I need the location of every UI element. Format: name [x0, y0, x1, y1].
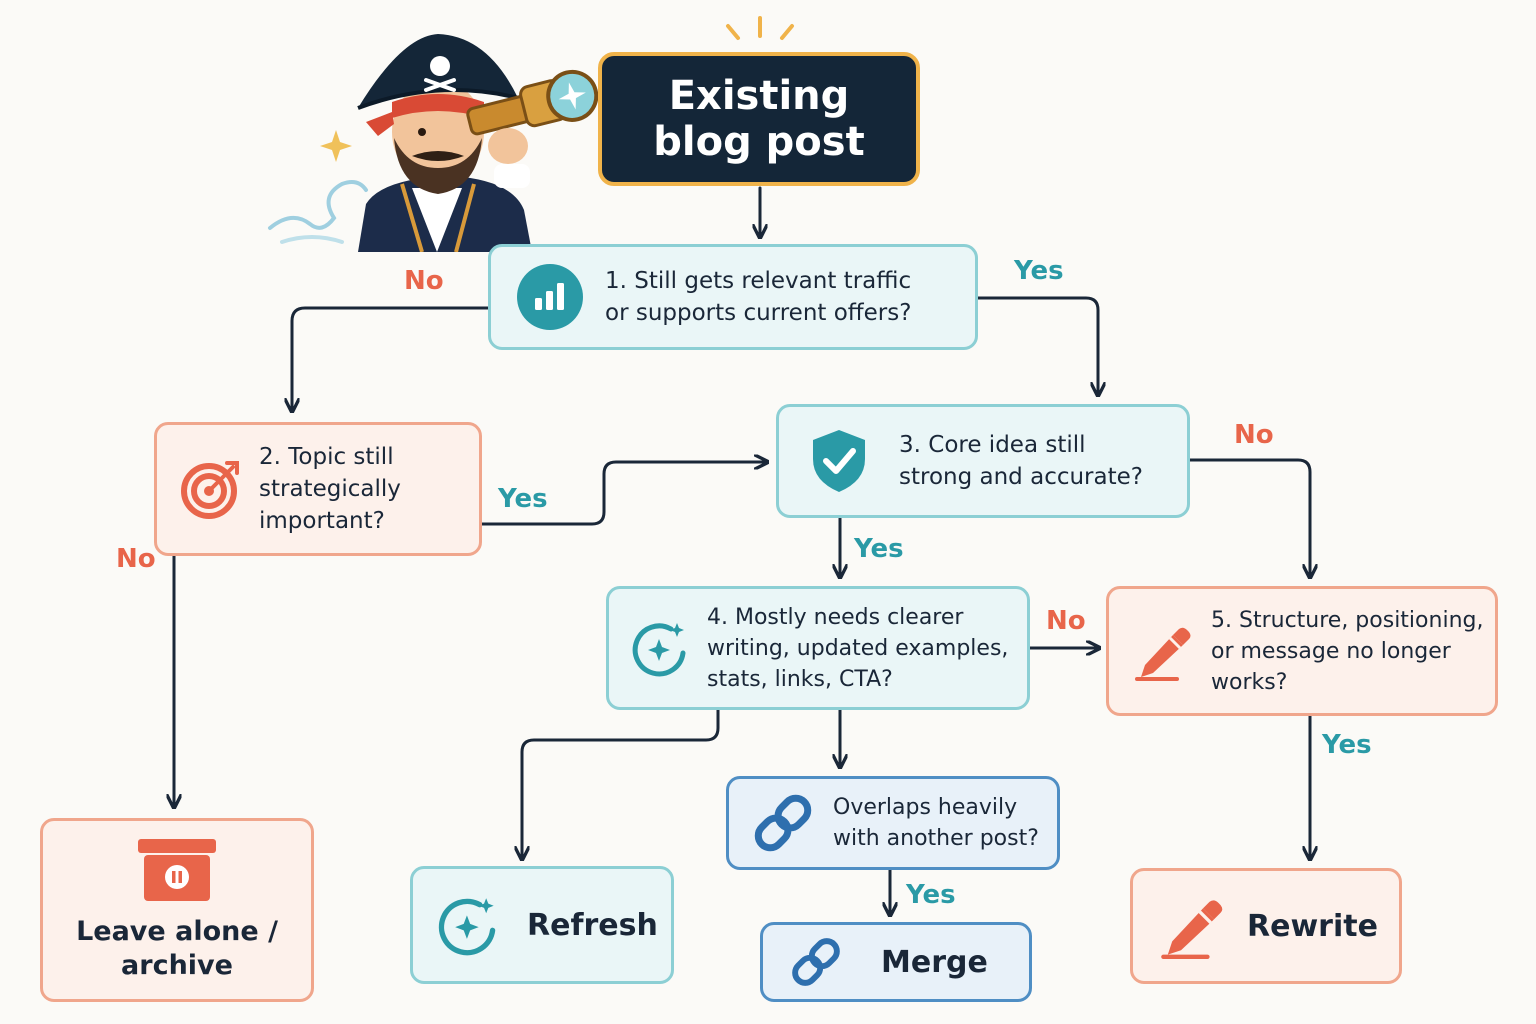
start-node-existing-blog-post: Existing blog post [598, 52, 920, 186]
sparkle-refresh-icon [632, 623, 686, 677]
edge-q4-refresh [522, 708, 720, 858]
edge-label-q2-yes: Yes [498, 484, 548, 514]
q1-line-2: or supports current offers? [605, 300, 912, 326]
result-refresh: Refresh [410, 866, 674, 984]
q3-line-2: strong and accurate? [899, 464, 1143, 490]
rewrite-label: Rewrite [1247, 908, 1378, 944]
q1-line-1: 1. Still gets relevant traffic [605, 268, 912, 294]
result-rewrite: Rewrite [1130, 868, 1402, 984]
archive-box-icon [138, 839, 216, 901]
start-line-2: blog post [653, 119, 865, 165]
decision-q2-topic-important: 2. Topic still strategically important? [154, 422, 482, 556]
q4-line-3: stats, links, CTA? [707, 666, 893, 692]
merge-label: Merge [881, 944, 988, 980]
decision-q3-core-idea: 3. Core idea still strong and accurate? [776, 404, 1190, 518]
q5-line-3: works? [1211, 669, 1288, 695]
decision-overlaps-another-post: Overlaps heavily with another post? [726, 776, 1060, 870]
edge-label-q1-yes: Yes [1014, 256, 1064, 286]
edge-q2-yes [480, 462, 766, 526]
decision-q1-traffic: 1. Still gets relevant traffic or suppor… [488, 244, 978, 350]
decision-q4-needs-clearer-writing: 4. Mostly needs clearer writing, updated… [606, 586, 1030, 710]
pirate-mascot-illustration [268, 34, 599, 252]
q5-line-1: 5. Structure, positioning, [1211, 607, 1484, 633]
pencil-icon [1135, 627, 1191, 681]
q3-line-1: 3. Core idea still [899, 432, 1086, 458]
edge-label-q4-no: No [1046, 606, 1086, 636]
overlap-line-2: with another post? [833, 826, 1039, 851]
q2-line-3: important? [259, 508, 385, 534]
refresh-label: Refresh [527, 907, 658, 943]
sparkle-refresh-icon [438, 898, 496, 956]
chain-link-icon [754, 794, 812, 852]
edge-q3-no [1188, 458, 1310, 576]
q4-line-2: writing, updated examples, [707, 635, 1009, 661]
edge-label-q3-no: No [1234, 420, 1274, 450]
edge-label-overlap-yes: Yes [906, 880, 956, 910]
overlap-line-1: Overlaps heavily [833, 795, 1018, 820]
archive-line-2: archive [121, 950, 233, 981]
q2-line-1: 2. Topic still [259, 444, 394, 470]
start-line-1: Existing [668, 73, 850, 119]
result-leave-alone-archive: Leave alone / archive [40, 818, 314, 1002]
spark-rays-decoration [726, 16, 794, 40]
q2-line-2: strategically [259, 476, 401, 502]
q5-line-2: or message no longer [1211, 638, 1451, 664]
shield-check-icon [813, 430, 865, 492]
edge-label-q5-yes: Yes [1322, 730, 1372, 760]
edge-q1-no [292, 306, 490, 410]
edge-q1-yes [976, 296, 1098, 394]
chain-link-icon [792, 938, 840, 986]
archive-line-1: Leave alone / [76, 916, 278, 947]
pencil-icon [1161, 900, 1223, 959]
target-icon [181, 461, 239, 519]
edge-label-q3-yes: Yes [854, 534, 904, 564]
result-merge: Merge [760, 922, 1032, 1002]
decision-q5-structure-broken: 5. Structure, positioning, or message no… [1106, 586, 1498, 716]
edge-label-q2-no: No [116, 544, 156, 574]
q4-line-1: 4. Mostly needs clearer [707, 604, 964, 630]
bar-chart-icon [517, 264, 583, 330]
edge-label-q1-no: No [404, 266, 444, 296]
